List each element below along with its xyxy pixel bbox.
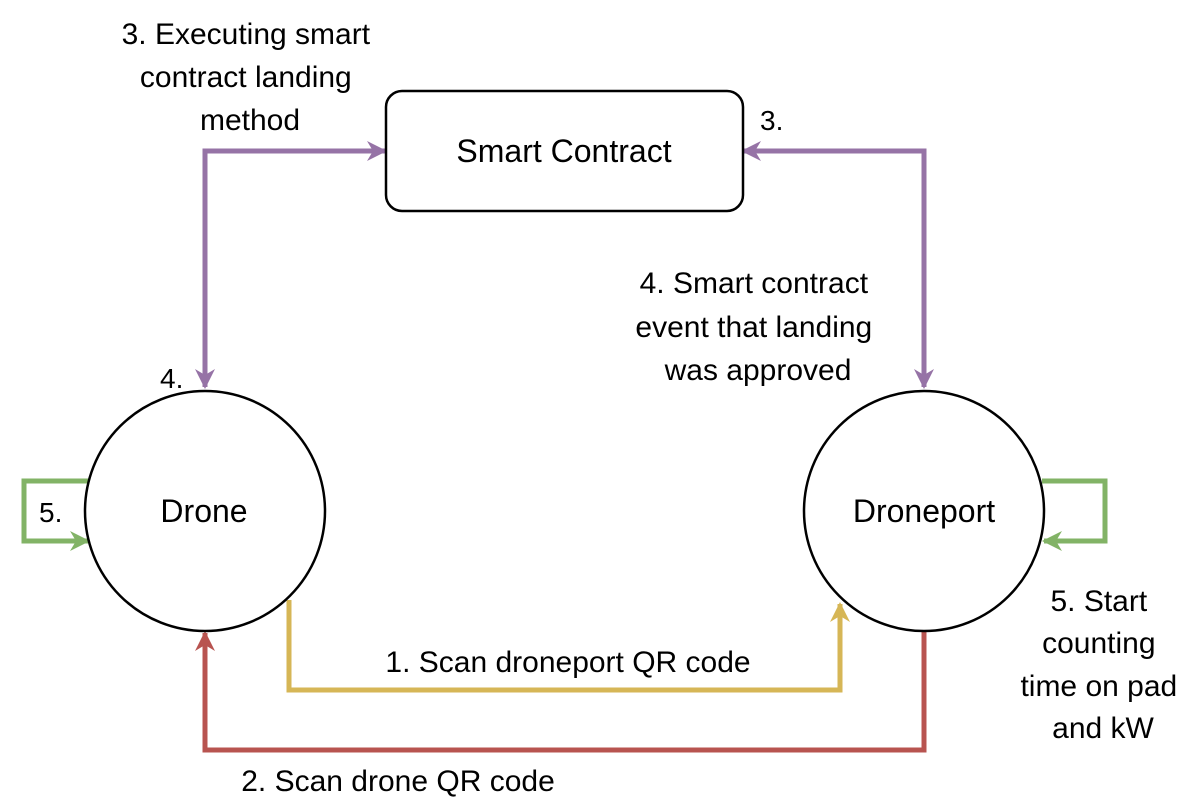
label-step4-line1: 4. Smart contract: [640, 267, 869, 300]
label-step5-drone: 5.: [39, 497, 62, 528]
edge-drone-to-droneport: [286, 600, 850, 693]
node-smart-contract: Smart Contract: [384, 89, 745, 213]
label-step4-line2: event that landing: [635, 311, 872, 344]
label-step1: 1. Scan droneport QR code: [385, 646, 750, 679]
label-step5-line3: time on pad: [1020, 670, 1177, 703]
label-step5-line1: 5. Start: [1050, 585, 1147, 618]
label-step5: 5. Start counting time on pad and kW: [1020, 585, 1185, 745]
node-smart-contract-label: Smart Contract: [456, 133, 671, 169]
edge-smart-contract-drone: [195, 141, 387, 389]
label-step4-short: 4.: [160, 363, 183, 394]
label-step3-line3: method: [200, 104, 300, 137]
label-step2: 2. Scan drone QR code: [241, 765, 555, 798]
label-step3: 3. Executing smart contract landing meth…: [122, 18, 379, 137]
node-drone: Drone: [83, 389, 327, 633]
label-step3-line2: contract landing: [140, 61, 352, 94]
label-step3-short: 3.: [760, 105, 783, 136]
node-drone-label: Drone: [160, 493, 247, 529]
label-step5-line2: counting: [1042, 627, 1155, 660]
node-droneport: Droneport: [802, 389, 1046, 633]
edge-drone-self-loop: [21, 478, 90, 551]
edge-droneport-to-drone: [195, 628, 927, 753]
label-step3-line1: 3. Executing smart: [122, 18, 371, 51]
edge-droneport-self-loop: [1042, 478, 1108, 551]
label-step4: 4. Smart contract event that landing was…: [635, 267, 880, 387]
edge-smart-contract-droneport: [741, 141, 934, 389]
label-step4-line3: was approved: [664, 354, 852, 387]
node-droneport-label: Droneport: [853, 493, 995, 529]
label-step5-line4: and kW: [1052, 712, 1154, 745]
